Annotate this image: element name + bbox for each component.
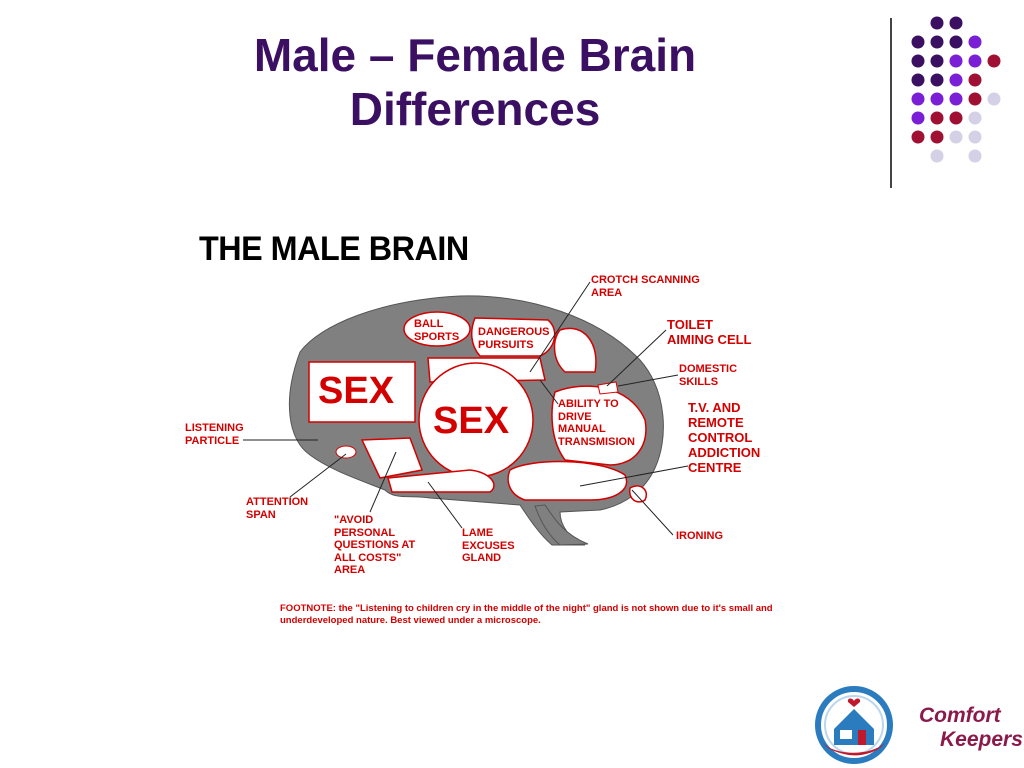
decor-dot bbox=[949, 130, 963, 144]
decor-dot bbox=[930, 130, 944, 144]
slide-title-line-2: Differences bbox=[349, 83, 601, 135]
lobe-avoid-questions bbox=[360, 437, 424, 479]
leader-tv bbox=[579, 465, 689, 487]
leader-ironing bbox=[631, 489, 674, 536]
label-dangerous-pursuits: DANGEROUS PURSUITS bbox=[478, 326, 550, 351]
decor-dot bbox=[949, 54, 963, 68]
lobe-crotch-area bbox=[553, 327, 597, 373]
lobe-attention-span bbox=[335, 445, 357, 459]
brain-stem bbox=[534, 504, 589, 546]
decor-dot bbox=[949, 73, 963, 87]
decor-dot bbox=[930, 16, 944, 30]
label-toilet-aiming: TOILET AIMING CELL bbox=[667, 317, 752, 347]
decor-dot bbox=[949, 111, 963, 125]
leader-avoid bbox=[369, 451, 397, 513]
label-tv-remote: T.V. AND REMOTE CONTROL ADDICTION CENTRE bbox=[688, 400, 761, 475]
lobe-sex-left bbox=[308, 361, 416, 423]
slide-title: Male – Female Brain Differences bbox=[150, 28, 800, 136]
label-avoid-questions: "AVOID PERSONAL QUESTIONS AT ALL COSTS" … bbox=[334, 514, 416, 576]
decor-dot bbox=[930, 111, 944, 125]
label-ironing: IRONING bbox=[676, 530, 724, 542]
leader-crotch bbox=[529, 281, 591, 373]
label-listening-particle: LISTENING PARTICLE bbox=[185, 422, 244, 447]
label-domestic-skills: DOMESTIC SKILLS bbox=[679, 363, 738, 388]
leader-domestic bbox=[617, 374, 679, 387]
decor-dot bbox=[968, 73, 982, 87]
lobe-lame-excuses bbox=[387, 469, 495, 493]
logo-emblem bbox=[815, 686, 893, 764]
decor-dot bbox=[930, 35, 944, 49]
decor-dot bbox=[911, 92, 925, 106]
logo-name-line-1: Comfort bbox=[919, 704, 1001, 727]
decor-dot bbox=[949, 16, 963, 30]
label-ability-drive: ABILITY TO DRIVE MANUAL TRANSMISION bbox=[558, 398, 635, 448]
heart-icon bbox=[847, 698, 861, 707]
decor-dot bbox=[968, 130, 982, 144]
decor-dot bbox=[968, 149, 982, 163]
brain-illustration bbox=[243, 281, 689, 546]
label-ball-sports: BALL SPORTS bbox=[414, 318, 460, 343]
decor-dot bbox=[968, 92, 982, 106]
decor-dot bbox=[987, 92, 1001, 106]
decor-dot bbox=[987, 54, 1001, 68]
lobe-dangerous-pursuits bbox=[470, 317, 556, 357]
decor-dot bbox=[911, 35, 925, 49]
leader-lame bbox=[427, 481, 463, 529]
label-attention-span: ATTENTION SPAN bbox=[246, 496, 309, 521]
decor-dot bbox=[930, 54, 944, 68]
leader-attention bbox=[289, 453, 347, 498]
decor-dot bbox=[930, 149, 944, 163]
logo-name-line-2: Keepers bbox=[940, 728, 1023, 751]
label-crotch-scanning: CROTCH SCANNING AREA bbox=[591, 274, 700, 299]
decor-dot bbox=[968, 111, 982, 125]
decor-dot bbox=[911, 130, 925, 144]
slide-title-line-1: Male – Female Brain bbox=[253, 29, 697, 81]
sex-center-text: SEX bbox=[433, 400, 510, 442]
label-lame-excuses: LAME EXCUSES GLAND bbox=[462, 527, 515, 564]
divider-line bbox=[890, 18, 892, 188]
hands-icon bbox=[823, 743, 885, 756]
decor-dot bbox=[911, 54, 925, 68]
comfort-keepers-logo: Comfort Keepers bbox=[805, 685, 1023, 765]
decor-dot bbox=[911, 111, 925, 125]
leader-toilet bbox=[606, 329, 667, 387]
decor-dot bbox=[911, 73, 925, 87]
decorative-dot-grid bbox=[911, 16, 1001, 163]
decor-dot bbox=[949, 35, 963, 49]
lobe-tv-centre bbox=[507, 460, 628, 501]
decor-dot bbox=[930, 73, 944, 87]
figure-heading: THE MALE BRAIN bbox=[199, 230, 469, 268]
decor-dot bbox=[968, 54, 982, 68]
sex-left-text: SEX bbox=[318, 370, 395, 412]
decor-dot bbox=[968, 35, 982, 49]
lobe-ball-sports bbox=[403, 311, 471, 347]
decor-dot bbox=[930, 92, 944, 106]
figure-footnote: FOOTNOTE: the "Listening to children cry… bbox=[280, 603, 773, 626]
decor-dot bbox=[949, 92, 963, 106]
leader-ability bbox=[539, 379, 559, 405]
lobe-ironing bbox=[629, 485, 647, 503]
